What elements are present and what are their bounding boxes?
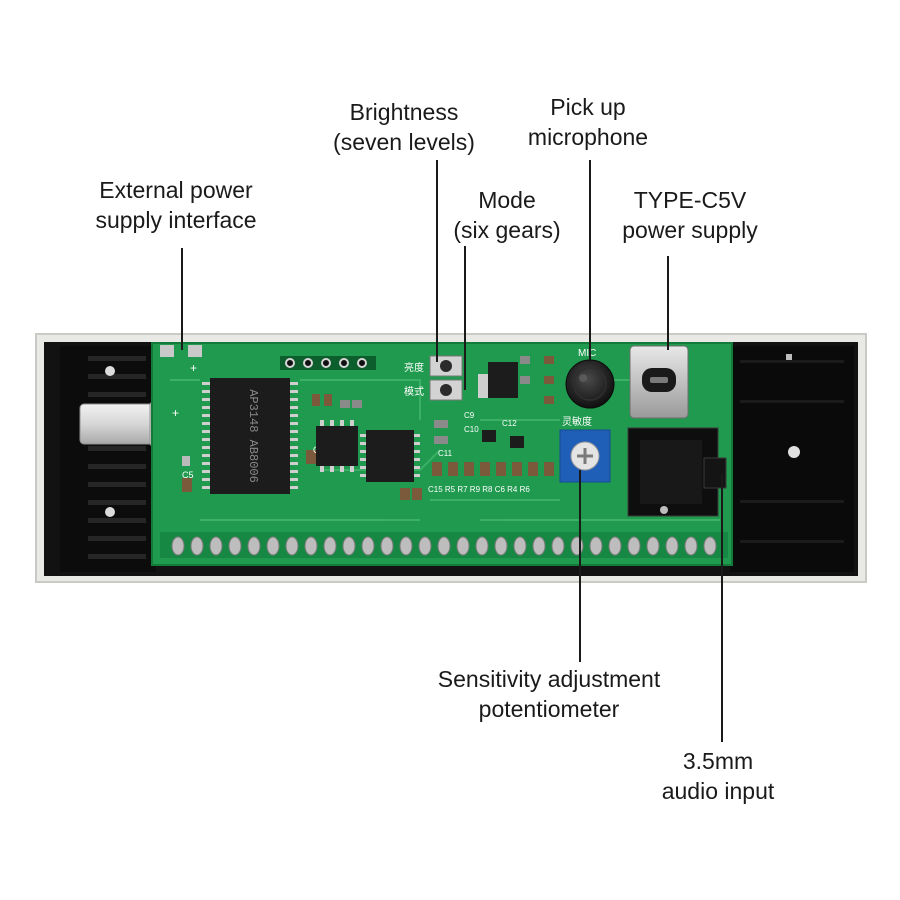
callout-brightness-line1: Brightness — [349, 99, 459, 125]
callout-mode-line1: Mode — [478, 187, 536, 213]
mid-ic — [360, 430, 420, 482]
callout-audio-input-line2: audio input — [661, 778, 775, 804]
bottom-pin-header — [160, 532, 728, 558]
silk-c11: C11 — [438, 449, 453, 458]
small-ic — [316, 420, 358, 472]
sensitivity-potentiometer: 灵敏度 — [559, 415, 611, 483]
audio-jack — [627, 427, 727, 517]
callout-type-c-line1: TYPE-C5V — [633, 187, 747, 213]
callout-sensitivity: Sensitivity adjustment potentiometer — [438, 664, 660, 724]
screw-hole-icon — [105, 366, 115, 376]
left-interior — [60, 346, 156, 572]
silk-c5: C5 — [182, 470, 194, 480]
callout-microphone-line1: Pick up — [550, 94, 626, 120]
callout-sensitivity-line2: potentiometer — [478, 696, 620, 722]
callout-external-power: External power supply interface — [95, 175, 256, 235]
callout-microphone-line2: microphone — [527, 124, 649, 150]
silk-mic: MIC — [578, 348, 596, 359]
brightness-button[interactable] — [440, 360, 452, 372]
callout-mode-line2: (six gears) — [453, 217, 561, 243]
callout-microphone: Pick up microphone — [528, 92, 648, 152]
buttons: 亮度 模式 — [404, 355, 463, 401]
pin-header-top — [280, 356, 376, 370]
silk-mode: 模式 — [404, 385, 424, 398]
silk-c12: C12 — [502, 419, 517, 428]
callout-mode: Mode (six gears) — [453, 185, 560, 245]
external-power-pads: + + — [160, 345, 202, 420]
silk-c10: C10 — [464, 425, 479, 434]
silk-brightness: 亮度 — [404, 361, 424, 374]
screw-hole-icon — [105, 507, 115, 517]
callout-brightness-line2: (seven levels) — [333, 129, 475, 155]
main-chip-marking: AP3148 AB8006 — [246, 389, 260, 483]
callout-external-power-line2: supply interface — [95, 207, 257, 233]
smd-components: C3 C5 C9 C10 C11 C12 C15 R5 R7 R9 R8 C6 … — [182, 356, 554, 500]
silk-resistor-row: C15 R5 R7 R9 R8 C6 R4 R6 — [428, 485, 530, 494]
callout-audio-input-line1: 3.5mm — [682, 748, 754, 774]
silk-c9: C9 — [464, 411, 475, 420]
mode-button[interactable] — [440, 384, 452, 396]
callout-audio-input: 3.5mm audio input — [662, 746, 775, 806]
callout-type-c-line2: power supply — [622, 217, 758, 243]
callout-external-power-line1: External power — [99, 177, 253, 203]
silk-plus-label: + — [190, 361, 197, 375]
callout-type-c: TYPE-C5V power supply — [622, 185, 758, 245]
usb-c-connector — [629, 345, 689, 419]
microphone: MIC — [565, 348, 615, 409]
silk-sensitivity: 灵敏度 — [562, 415, 592, 428]
main-chip: AP3148 AB8006 — [202, 378, 298, 494]
callout-brightness: Brightness (seven levels) — [333, 97, 475, 157]
screw-hole-icon — [788, 446, 800, 458]
voltage-regulator — [478, 362, 524, 448]
silk-plus-label: + — [172, 406, 179, 420]
callout-sensitivity-line1: Sensitivity adjustment — [437, 666, 661, 692]
right-interior — [730, 346, 854, 572]
leader-lines — [181, 160, 723, 742]
